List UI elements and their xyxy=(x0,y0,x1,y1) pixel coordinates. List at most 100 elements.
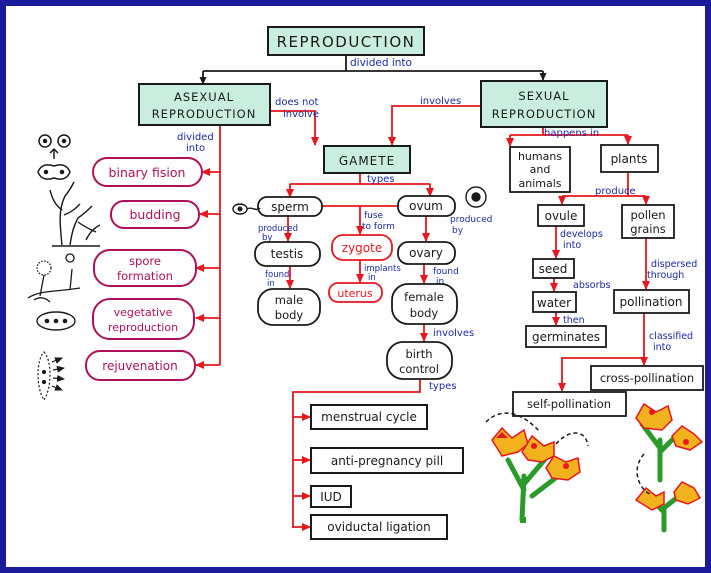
self-pollination-label: self-pollination xyxy=(527,397,611,411)
node-germinates: germinates xyxy=(525,325,607,348)
link-fuse-2: to form xyxy=(362,222,395,232)
cross-pollination-flower-illustration xyxy=(634,402,704,533)
oviductal-ligation-label: oviductal ligation xyxy=(327,520,430,534)
link-types-2: types xyxy=(429,381,457,392)
uterus-label: uterus xyxy=(337,287,373,300)
link-produced-by-2: by xyxy=(262,233,272,243)
plants-label: plants xyxy=(611,152,648,166)
link-produced-by-1: produced xyxy=(258,224,298,234)
link-does-not-2: involve xyxy=(283,109,319,120)
menstrual-cycle-label: menstrual cycle xyxy=(321,410,417,424)
node-oviductal-ligation: oviductal ligation xyxy=(310,514,448,540)
link-does-not-1: does not xyxy=(275,97,318,108)
root-link-label: divided into xyxy=(350,57,412,69)
link-types: types xyxy=(367,174,395,185)
node-sperm: sperm xyxy=(257,196,323,217)
link-involves-2: involves xyxy=(433,328,474,339)
binary-fission-illustration xyxy=(37,134,71,180)
node-pollen-grains: pollen grains xyxy=(621,204,675,239)
rejuvenation-label: rejuvenation xyxy=(102,359,177,373)
testis-label: testis xyxy=(271,247,304,261)
anti-pregnancy-pill-label: anti-pregnancy pill xyxy=(331,454,443,468)
sexual-node: SEXUAL REPRODUCTION xyxy=(480,80,608,128)
humans-line-2: and xyxy=(530,163,551,176)
node-testis: testis xyxy=(254,241,321,267)
link-classified-2: into xyxy=(653,342,671,353)
cross-pollination-label: cross-pollination xyxy=(600,371,694,385)
rejuvenation-illustration xyxy=(37,351,65,402)
link-produced-by-r1: produced xyxy=(450,215,492,225)
birth-control-type-nodes: menstrual cycle anti-pregnancy pill IUD … xyxy=(310,404,464,540)
node-uterus: uterus xyxy=(328,282,383,303)
node-female-body: female body xyxy=(391,283,458,325)
node-iud: IUD xyxy=(310,485,352,508)
link-then: then xyxy=(563,315,585,326)
link-produce: produce xyxy=(595,186,636,197)
link-dispersed-1: dispersed xyxy=(651,259,697,270)
link-fuse-1: fuse xyxy=(364,211,384,221)
ovum-label: ovum xyxy=(409,199,443,213)
link-found-in-2: in xyxy=(267,279,275,289)
node-binary-fision: binary fision xyxy=(92,157,203,187)
node-ovum: ovum xyxy=(397,195,456,217)
node-ovary: ovary xyxy=(397,241,456,265)
node-cross-pollination: cross-pollination xyxy=(590,365,704,391)
zygote-label: zygote xyxy=(342,241,382,255)
link-dispersed-2: through xyxy=(647,270,684,281)
link-found-in-r1: found xyxy=(433,267,459,277)
female-body-line-1: female xyxy=(404,290,444,304)
link-labels: does not involve involves divided into t… xyxy=(177,96,697,392)
budding-label: budding xyxy=(129,207,180,222)
link-develops-1: develops xyxy=(560,229,603,240)
node-vegetative-reproduction: vegetative reproduction xyxy=(92,298,195,340)
ovary-label: ovary xyxy=(409,246,443,260)
link-classified-1: classified xyxy=(649,331,693,342)
node-spore-formation: spore formation xyxy=(93,249,197,287)
male-body-line-2: body xyxy=(275,308,304,322)
binary-fision-label: binary fision xyxy=(109,165,186,180)
node-pollination: pollination xyxy=(613,289,690,314)
root-title: REPRODUCTION xyxy=(277,33,416,51)
sexual-line-1: SEXUAL xyxy=(518,89,569,103)
link-develops-2: into xyxy=(563,240,581,251)
sexual-branch-nodes: humans and animals plants ovule seed wat… xyxy=(509,144,704,417)
spore-formation-illustration xyxy=(27,253,81,303)
iud-label: IUD xyxy=(320,490,342,504)
link-asexual-divided-2: into xyxy=(186,143,205,154)
node-seed: seed xyxy=(532,258,575,279)
humans-line-1: humans xyxy=(518,150,562,163)
node-anti-pregnancy-pill: anti-pregnancy pill xyxy=(310,447,464,474)
germinates-label: germinates xyxy=(532,330,600,344)
gamete-node: GAMETE xyxy=(323,145,411,174)
gamete-label: GAMETE xyxy=(339,154,395,168)
node-menstrual-cycle: menstrual cycle xyxy=(310,404,428,430)
water-label: water xyxy=(537,296,571,310)
birth-control-line-1: birth xyxy=(405,347,432,361)
connectors xyxy=(195,55,650,531)
node-ovule: ovule xyxy=(537,204,585,227)
humans-line-3: animals xyxy=(518,177,561,190)
link-implants-2: in xyxy=(368,273,376,283)
vegetative-line-2: reproduction xyxy=(108,321,178,334)
asexual-node: ASEXUAL REPRODUCTION xyxy=(138,83,271,126)
link-asexual-divided-1: divided xyxy=(177,132,214,143)
spore-formation-line-1: spore xyxy=(129,254,161,268)
pollination-label: pollination xyxy=(620,295,683,309)
node-self-pollination: self-pollination xyxy=(512,391,627,417)
pollen-line-1: pollen xyxy=(630,208,665,222)
ovum-illustration xyxy=(465,186,487,208)
seed-label: seed xyxy=(539,262,568,276)
node-plants: plants xyxy=(600,144,659,173)
node-male-body: male body xyxy=(257,288,321,326)
link-absorbs: absorbs xyxy=(573,280,611,291)
pollen-line-2: grains xyxy=(630,222,666,236)
spore-formation-line-2: formation xyxy=(117,269,173,283)
sperm-label: sperm xyxy=(271,200,309,214)
female-body-line-2: body xyxy=(410,306,439,320)
ovule-label: ovule xyxy=(545,209,578,223)
sexual-line-2: REPRODUCTION xyxy=(492,107,597,121)
vegetative-illustration xyxy=(36,311,76,331)
male-body-line-1: male xyxy=(275,293,304,307)
gamete-branch-nodes: sperm ovum testis male body zygote uteru… xyxy=(254,195,458,380)
